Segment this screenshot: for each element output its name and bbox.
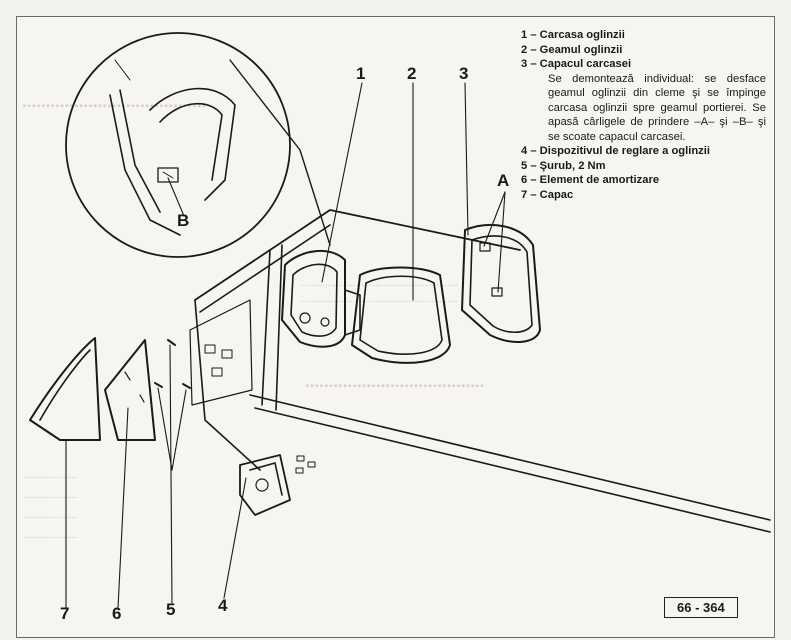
mirror-housing <box>281 249 361 348</box>
callout-6: 6 <box>112 604 122 623</box>
parts-legend: 1 – Carcasa oglinzii 2 – Geamul oglinzii… <box>521 28 766 202</box>
damping-element <box>104 339 156 441</box>
mirror-glass <box>351 266 451 364</box>
detail-circle-hook-b <box>65 32 331 258</box>
callout-3: 3 <box>459 64 469 83</box>
page-frame <box>16 16 775 638</box>
callout-4: 4 <box>218 596 228 615</box>
door-panel <box>189 209 771 533</box>
leader-lines <box>65 82 506 609</box>
housing-cover <box>461 224 541 343</box>
adjuster-mechanism <box>239 454 316 516</box>
legend-item-1: 1 – Carcasa oglinzii <box>521 29 625 41</box>
legend-item-4: 4 – Dispozitivul de reglare a oglinzii <box>521 145 710 157</box>
callout-5: 5 <box>166 600 176 619</box>
legend-item-2: 2 – Geamul oglinzii <box>521 43 623 56</box>
legend-item-7: 7 – Capac <box>521 188 574 201</box>
page-number-box: 66 - 364 <box>664 597 738 618</box>
callout-hook-a: A <box>497 171 510 190</box>
legend-item-3: 3 – Capacul carcasei <box>521 58 632 70</box>
callout-7: 7 <box>60 604 70 623</box>
callout-hook-b: B <box>177 211 190 230</box>
legend-item-3-description: Se demontează individual: se desface gea… <box>548 72 766 143</box>
legend-item-6: 6 – Element de amortizare <box>521 174 660 186</box>
screws <box>154 339 191 389</box>
legend-item-5: 5 – Şurub, 2 Nm <box>521 159 606 172</box>
callout-1: 1 <box>356 64 366 83</box>
trim-cap <box>29 337 101 441</box>
callout-2: 2 <box>407 64 417 83</box>
